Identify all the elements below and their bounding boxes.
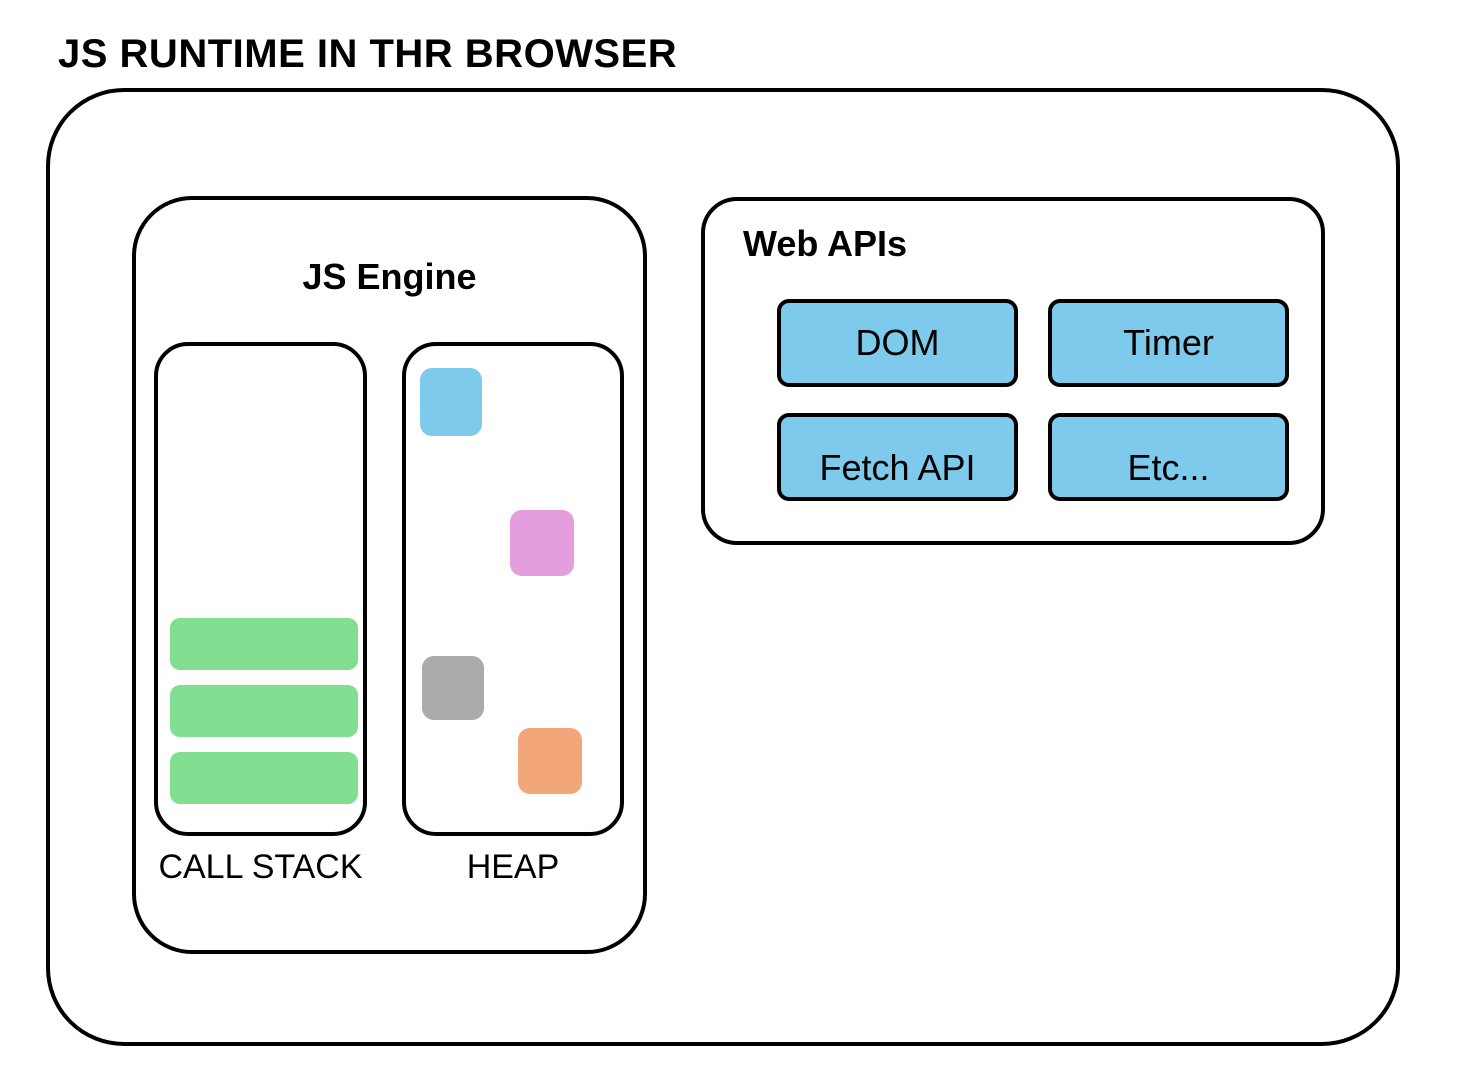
heap-object-gray [422,656,484,720]
heap-object-pink [510,510,574,576]
heap-label: HEAP [466,848,560,886]
js-runtime-container: JS Engine CALL STACK HEAP Web APIs DOM [46,88,1400,1046]
web-api-dom[interactable]: DOM [777,299,1018,387]
web-apis-title: Web APIs [743,223,908,264]
js-engine-container: JS Engine CALL STACK HEAP [132,196,647,954]
stack-frame-2 [170,685,358,737]
web-apis-grid: DOM Timer Fetch API Etc... [777,299,1289,501]
web-api-fetch[interactable]: Fetch API [777,413,1018,501]
web-api-etc[interactable]: Etc... [1048,413,1289,501]
heap-object-orange [518,728,582,794]
stack-frame-1 [170,618,358,670]
js-engine-title: JS Engine [302,256,477,297]
page-title: JS RUNTIME IN THR BROWSER [58,32,678,76]
stack-frame-3 [170,752,358,804]
call-stack-panel [154,342,367,836]
call-stack-label: CALL STACK [158,848,363,886]
heap-panel [402,342,624,836]
web-apis-container: Web APIs DOM Timer Fetch API Etc... [701,197,1325,545]
web-api-timer[interactable]: Timer [1048,299,1289,387]
heap-object-blue [420,368,482,436]
